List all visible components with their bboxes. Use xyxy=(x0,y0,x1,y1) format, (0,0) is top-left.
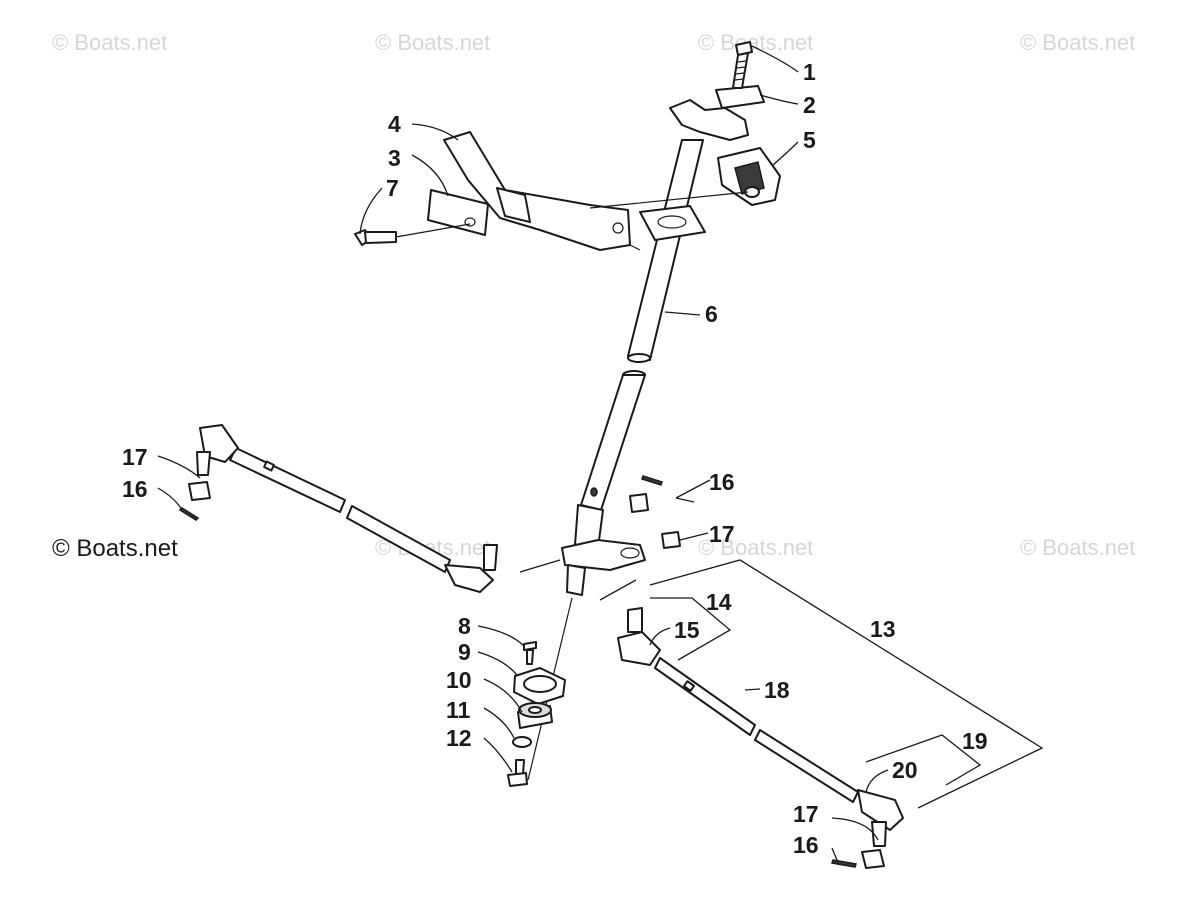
callout-10: 10 xyxy=(446,667,472,693)
leader-line xyxy=(411,123,459,141)
watermark: © Boats.net xyxy=(698,30,813,55)
callout-20: 20 xyxy=(892,757,918,783)
right-tie-rod xyxy=(617,607,904,847)
leader-line xyxy=(359,187,383,235)
right-cotter-pin xyxy=(831,859,857,868)
assembly-line xyxy=(629,244,641,251)
bolt-1 xyxy=(732,41,753,89)
callout-8: 8 xyxy=(458,613,471,639)
callout-17-left: 17 xyxy=(122,444,148,470)
leader-line xyxy=(831,817,879,841)
callout-12: 12 xyxy=(446,725,472,751)
left-cotter-pin xyxy=(178,507,200,521)
callout-17-middle: 17 xyxy=(709,521,735,547)
leader-line xyxy=(483,707,515,739)
left-castle-nut xyxy=(188,481,211,501)
left-tie-rod xyxy=(196,424,498,593)
watermark: © Boats.net xyxy=(698,535,813,560)
leader-line xyxy=(649,627,671,646)
leader-line xyxy=(477,625,525,647)
leader-line xyxy=(411,154,449,197)
leader-line xyxy=(772,141,799,166)
callout-18: 18 xyxy=(764,677,790,703)
leader-line xyxy=(477,651,519,677)
callout-19: 19 xyxy=(962,728,988,754)
castle-nut xyxy=(661,531,681,549)
callout-14: 14 xyxy=(706,589,732,615)
callout-16-left: 16 xyxy=(122,476,148,502)
leader-line xyxy=(759,94,799,105)
assembly-line xyxy=(589,191,749,209)
callout-4: 4 xyxy=(388,111,401,137)
bushing-block xyxy=(717,147,781,206)
leader-line xyxy=(865,769,889,793)
watermark: © Boats.net xyxy=(1020,30,1135,55)
callout-11: 11 xyxy=(446,697,471,723)
leader-line xyxy=(664,311,701,316)
bearing-10 xyxy=(517,702,553,729)
callout-17-right: 17 xyxy=(793,801,819,827)
callout-16-right: 16 xyxy=(793,832,819,858)
support-bracket xyxy=(427,131,631,251)
screw-8 xyxy=(523,641,537,665)
callout-1: 1 xyxy=(803,59,816,85)
watermark: © Boats.net xyxy=(52,30,167,55)
callout-13: 13 xyxy=(870,616,896,642)
right-castle-nut xyxy=(861,849,885,869)
group-bracket-13 xyxy=(599,579,637,601)
castle-nut xyxy=(629,493,649,513)
callout-15: 15 xyxy=(674,617,700,643)
bolt-12 xyxy=(507,759,528,787)
steering-column-upper xyxy=(627,139,706,363)
bearing-flange-9 xyxy=(513,667,566,705)
watermark: © Boats.net xyxy=(1020,535,1135,560)
leader-line xyxy=(679,532,709,541)
leader-line xyxy=(157,455,201,479)
watermark-dark: © Boats.net xyxy=(52,535,178,562)
watermark: © Boats.net xyxy=(375,30,490,55)
callout-3: 3 xyxy=(388,145,401,171)
bolt-7 xyxy=(354,223,471,246)
group-bracket-19 xyxy=(865,734,982,786)
callout-16-middle: 16 xyxy=(709,469,735,495)
group-bracket-13 xyxy=(519,559,561,573)
callout-7: 7 xyxy=(386,175,399,201)
group-bracket-14 xyxy=(650,597,732,661)
cotter-pin xyxy=(641,475,663,486)
leader-line xyxy=(675,479,711,499)
group-bracket-13 xyxy=(649,559,1044,809)
leader-line xyxy=(744,688,761,691)
steering-column-lower xyxy=(561,370,646,596)
callout-5: 5 xyxy=(803,127,816,153)
leader-line xyxy=(157,487,183,511)
callout-6: 6 xyxy=(705,301,718,327)
leader-line xyxy=(483,737,513,773)
top-clamp xyxy=(669,85,765,141)
leader-line xyxy=(751,45,799,73)
washer-11 xyxy=(512,736,532,748)
leader-line xyxy=(483,678,523,713)
leader-line xyxy=(831,847,839,863)
callout-2: 2 xyxy=(803,92,816,118)
callout-9: 9 xyxy=(458,639,471,665)
cotter-pin-line xyxy=(675,497,695,503)
